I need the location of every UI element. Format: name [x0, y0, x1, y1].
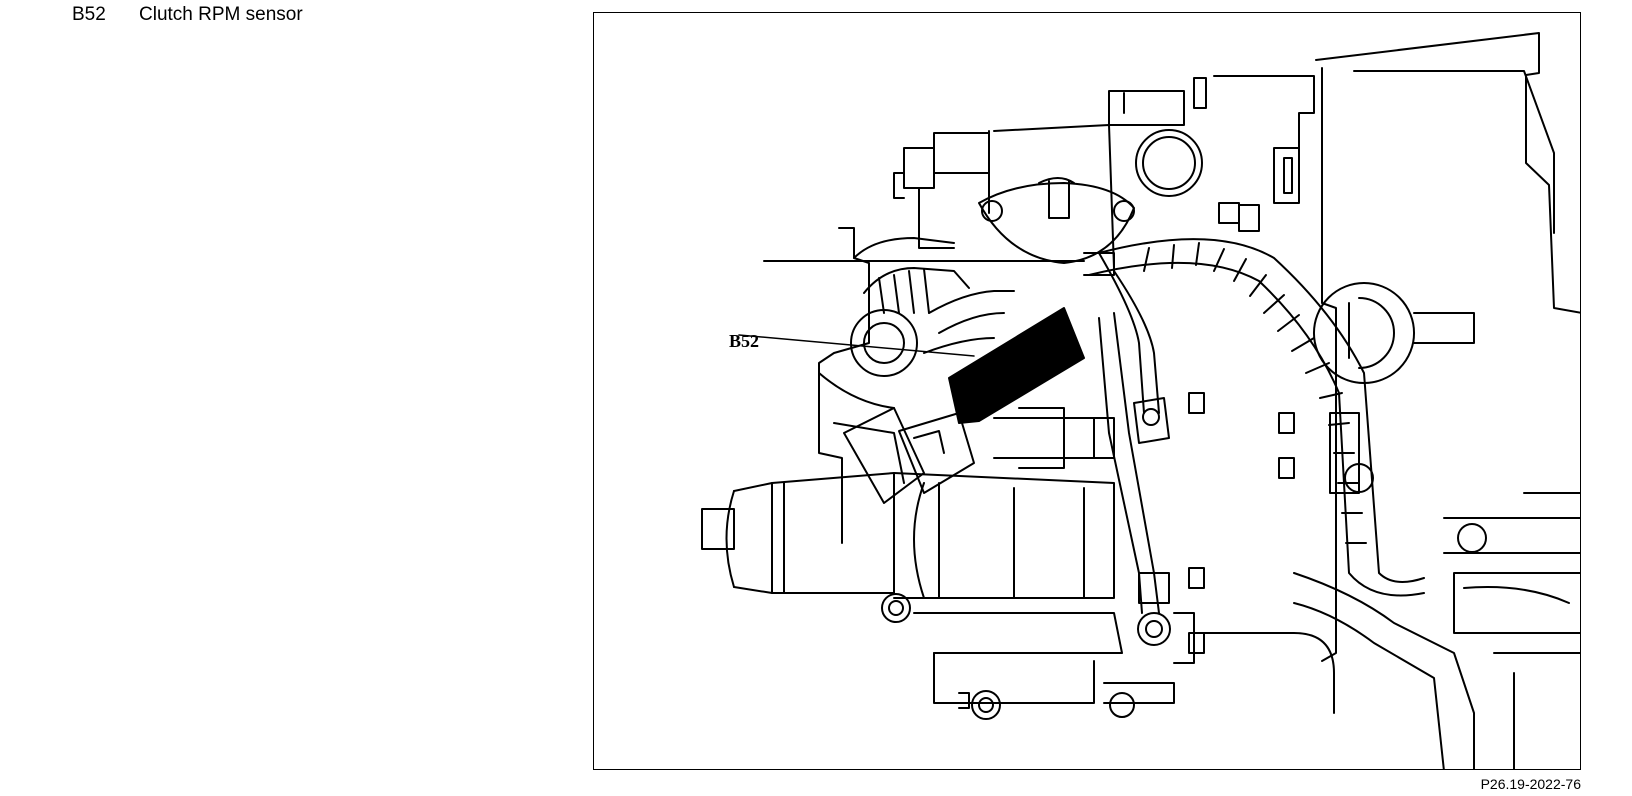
- legend-entry: B52 Clutch RPM sensor: [72, 4, 303, 26]
- legend-description: Clutch RPM sensor: [139, 4, 303, 25]
- callout-label-b52: B52: [729, 331, 760, 351]
- figure-reference: P26.19-2022-76: [1480, 776, 1581, 792]
- figure-frame: B52: [593, 12, 1581, 770]
- legend-code: B52: [72, 4, 106, 25]
- transmission-drawing: [701, 32, 1580, 769]
